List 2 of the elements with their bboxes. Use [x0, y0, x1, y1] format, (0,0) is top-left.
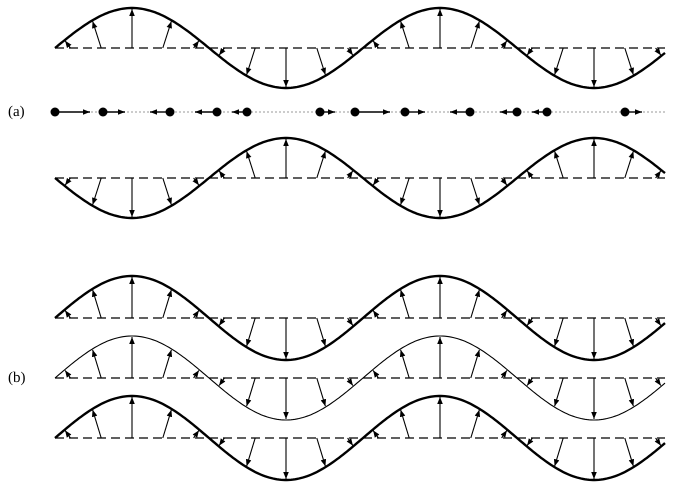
panel-label: (a): [8, 103, 25, 121]
panel-label: (b): [8, 369, 26, 387]
